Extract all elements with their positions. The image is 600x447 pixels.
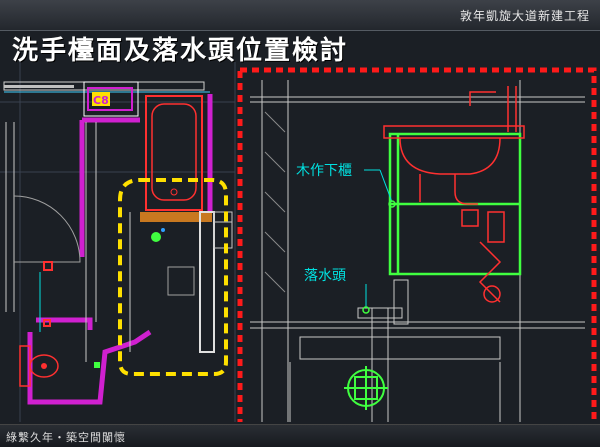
wood-cabinet	[388, 132, 522, 276]
project-name: 敦年凱旋大道新建工程	[459, 9, 590, 23]
drain-head-symbol	[344, 366, 388, 410]
highlight-red	[237, 67, 597, 422]
callout-cabinet-label: 木作下櫃	[296, 163, 352, 179]
toilet-plan	[19, 345, 59, 387]
callout-drain-label: 落水頭	[304, 268, 346, 284]
drain-marker	[151, 232, 161, 242]
sink-fixture	[383, 86, 525, 303]
bathtub	[145, 95, 203, 211]
magenta-walls	[27, 94, 213, 405]
slide-title: 洗手檯面及落水頭位置檢討	[12, 36, 349, 66]
cad-drawing: C8	[0, 62, 597, 422]
vanity-plan	[129, 211, 215, 353]
footer-slogan: 綠繫久年・築空間闌懷	[6, 431, 126, 444]
section-detail: 木作下櫃 落水頭	[237, 67, 597, 422]
plan-tag: C8	[83, 81, 139, 117]
callout-cabinet: 木作下櫃	[296, 163, 396, 208]
floor-plan: C8	[0, 62, 236, 422]
highlight-yellow	[118, 178, 228, 376]
plan-tag-label: C8	[93, 94, 109, 107]
footer-bar: 綠繫久年・築空間闌懷	[0, 424, 600, 447]
callout-drain: 落水頭	[304, 268, 370, 314]
header-bar: 敦年凱旋大道新建工程	[0, 0, 600, 31]
